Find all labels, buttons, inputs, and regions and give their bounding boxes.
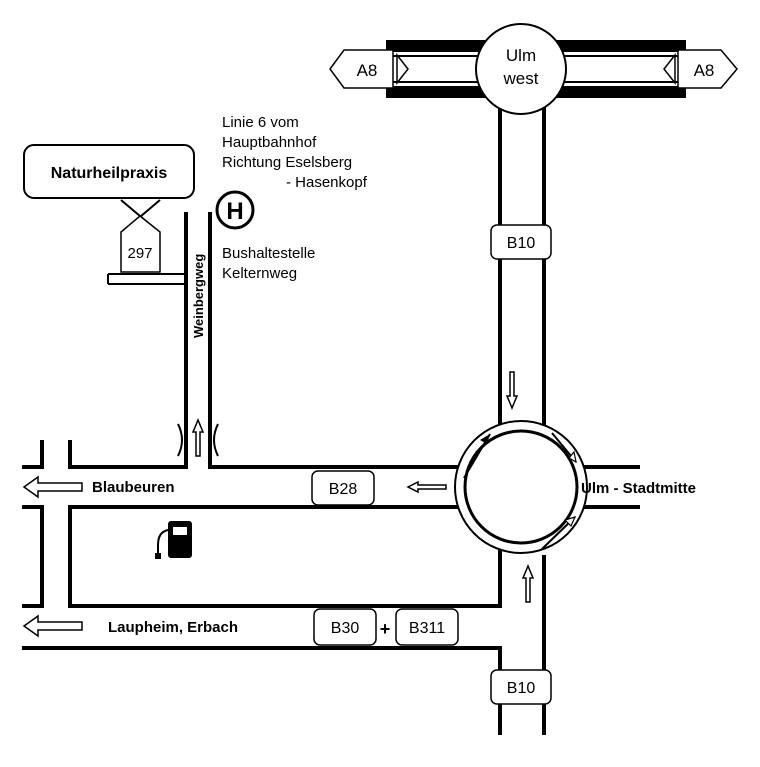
interchange-label-2: west: [503, 69, 539, 88]
road-b30-b311: [22, 604, 502, 650]
b10-north-sign: B10: [490, 224, 552, 260]
laupheim-label: Laupheim, Erbach: [108, 619, 238, 636]
bus-route-line-4: - Hasenkopf: [286, 174, 368, 191]
b30-label: B30: [331, 620, 360, 637]
b10-north-label: B10: [507, 235, 536, 252]
bus-stop-line-2: Kelternweg: [222, 265, 297, 282]
b10-south-label: B10: [507, 680, 536, 697]
a8-east-label: A8: [694, 61, 715, 80]
practice-name: Naturheilpraxis: [51, 165, 168, 182]
bus-stop-symbol: H: [226, 198, 243, 225]
practice-number: 297: [127, 245, 152, 262]
ulm-stadtmitte-label: Ulm - Stadtmitte: [581, 480, 696, 497]
roundabout: [454, 420, 588, 554]
a8-west-sign: A8: [329, 49, 394, 89]
b10-south-sign: B10: [490, 669, 552, 705]
weinbergweg-label: Weinbergweg: [191, 254, 206, 338]
bus-route-line-3: Richtung Eselsberg: [222, 154, 352, 171]
bus-stop-text: Bushaltestelle Kelternweg: [222, 245, 315, 282]
road-b28: [22, 440, 462, 608]
arrow-north-b10: [521, 564, 535, 603]
interchange-ulm-west: Ulm west: [475, 23, 567, 115]
interchange-label-1: Ulm: [506, 46, 536, 65]
arrow-laupheim: [22, 614, 83, 638]
b28-sign: B28: [311, 470, 375, 506]
arrow-west-b28: [406, 480, 447, 494]
a8-east-sign: A8: [677, 49, 738, 89]
b28-label: B28: [329, 481, 358, 498]
b30-sign: B30: [313, 608, 377, 646]
b311-label: B311: [409, 620, 445, 637]
bus-stop-line-1: Bushaltestelle: [222, 245, 315, 262]
arrow-south-b10: [505, 371, 519, 410]
bus-route-line-1: Linie 6 vom: [222, 114, 299, 131]
b311-sign: B311: [395, 608, 459, 646]
bus-stop-icon: H: [215, 190, 255, 230]
street-weinbergweg: [107, 212, 219, 469]
plus-sign: +: [380, 619, 391, 639]
arrow-north-weinbergweg: [191, 418, 205, 457]
a8-west-label: A8: [357, 61, 378, 80]
fuel-pump-icon: [155, 521, 192, 559]
practice-house: [120, 215, 161, 273]
arrow-blaubeuren: [22, 475, 83, 499]
bus-route-line-2: Hauptbahnhof: [222, 134, 317, 151]
practice-callout: [23, 144, 195, 199]
practice-marker: Naturheilpraxis 297: [23, 144, 195, 273]
bus-route-text: Linie 6 vom Hauptbahnhof Richtung Eselsb…: [222, 114, 368, 191]
road-b10: [498, 100, 546, 735]
blaubeuren-label: Blaubeuren: [92, 479, 175, 496]
